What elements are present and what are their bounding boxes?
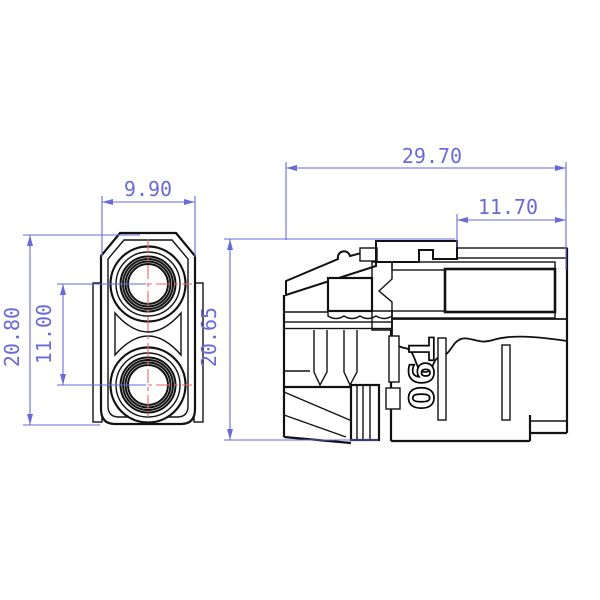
latch-diagonal-1 <box>283 391 353 422</box>
front-view <box>92 231 204 426</box>
latch-grip <box>349 383 381 442</box>
dim-front-height: 20.80 <box>0 234 140 426</box>
dim-pin-spacing: 11.00 <box>32 283 146 386</box>
dim-pin-spacing-text: 11.00 <box>32 304 56 364</box>
part-label-text: T90 <box>400 337 440 411</box>
side-section-view: T90 <box>282 240 569 445</box>
dim-side-height-text: 20.65 <box>197 307 221 367</box>
dim-overall-length: 29.70 <box>285 144 567 270</box>
interior-strip-2 <box>501 344 511 421</box>
interior-slat <box>388 335 400 383</box>
dimensions: 9.90 20.80 11.00 20.65 29.70 <box>0 144 567 441</box>
spring-slot-2 <box>343 330 358 387</box>
dim-overall-length-text: 29.70 <box>402 144 462 168</box>
front-bowtie-web <box>114 311 182 357</box>
dim-side-height: 20.65 <box>197 238 455 441</box>
hatch-front-band <box>283 321 393 330</box>
hatch-top-block <box>375 240 458 263</box>
hatch-contact-column <box>371 261 393 331</box>
interior-strip-1 <box>437 337 447 421</box>
dim-rear-length: 11.70 <box>456 195 566 247</box>
cap-step <box>359 247 378 262</box>
dim-front-height-text: 20.80 <box>0 307 24 367</box>
wire-barrel <box>326 276 374 313</box>
contact-cavity <box>443 267 557 314</box>
dim-front-width: 9.90 <box>101 177 196 257</box>
dim-front-width-text: 9.90 <box>124 177 172 201</box>
latch-diagonal-2 <box>283 414 347 438</box>
dim-rear-length-text: 11.70 <box>478 195 538 219</box>
latch-grip-ribs <box>356 386 371 439</box>
spring-slot-1 <box>313 330 328 387</box>
hatch-rear-band <box>456 247 568 259</box>
hatch-crimp-serrations <box>327 310 393 320</box>
interior-window <box>385 387 401 410</box>
